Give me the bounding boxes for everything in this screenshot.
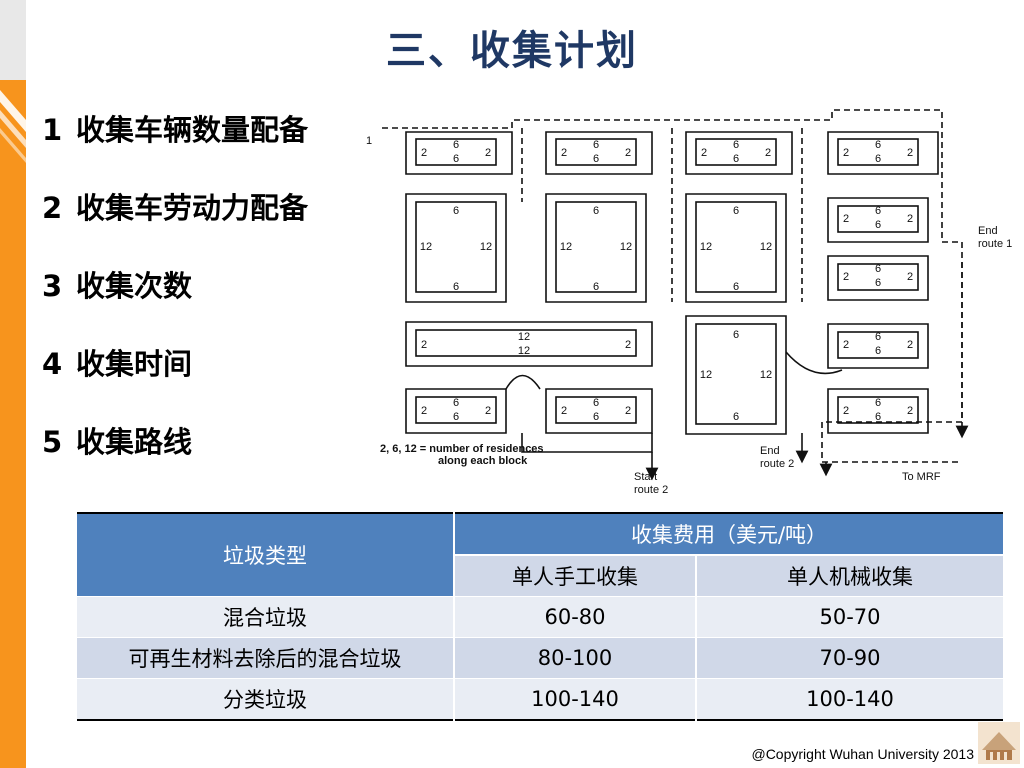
svg-text:2: 2 — [421, 147, 427, 159]
svg-text:6: 6 — [453, 397, 459, 409]
sub-header-manual: 单人手工收集 — [453, 554, 696, 597]
svg-text:6: 6 — [593, 139, 599, 151]
end-route1-label-line2: route 1 — [978, 238, 1012, 250]
svg-text:2: 2 — [701, 147, 707, 159]
svg-text:2: 2 — [843, 405, 849, 417]
svg-text:6: 6 — [875, 219, 881, 231]
start-route2-label-line1: Start — [634, 471, 657, 483]
legend-line2: along each block — [438, 455, 528, 467]
svg-text:2: 2 — [625, 147, 631, 159]
table-row: 混合垃圾 60-80 50-70 — [77, 596, 1003, 638]
svg-text:6: 6 — [875, 263, 881, 275]
svg-text:6: 6 — [593, 153, 599, 165]
svg-text:6: 6 — [733, 411, 739, 423]
page-title: 三、收集计划 — [386, 28, 638, 74]
svg-text:2: 2 — [625, 405, 631, 417]
svg-text:2: 2 — [561, 405, 567, 417]
svg-text:2: 2 — [843, 339, 849, 351]
svg-text:6: 6 — [733, 153, 739, 165]
end-route1-label-line1: End — [978, 225, 998, 237]
table-row: 可再生材料去除后的混合垃圾 80-100 70-90 — [77, 637, 1003, 679]
svg-text:12: 12 — [760, 241, 772, 253]
svg-text:2: 2 — [485, 147, 491, 159]
start-route2-label-line2: route 2 — [634, 484, 668, 496]
svg-text:12: 12 — [700, 241, 712, 253]
end-route2-label-line2: route 2 — [760, 458, 794, 470]
sub-header-mechanical: 单人机械收集 — [695, 554, 1003, 597]
svg-text:2: 2 — [843, 213, 849, 225]
svg-text:6: 6 — [733, 205, 739, 217]
svg-text:6: 6 — [875, 277, 881, 289]
svg-text:2: 2 — [907, 405, 913, 417]
copyright-notice: @Copyright Wuhan University 2013 — [751, 746, 974, 762]
svg-text:2: 2 — [843, 271, 849, 283]
svg-text:12: 12 — [518, 331, 530, 343]
end-route2-label-line1: End — [760, 445, 780, 457]
svg-text:2: 2 — [907, 271, 913, 283]
svg-text:12: 12 — [420, 241, 432, 253]
svg-text:6: 6 — [875, 411, 881, 423]
to-mrf-label: To MRF — [902, 471, 941, 483]
svg-text:2: 2 — [625, 339, 631, 351]
svg-text:6: 6 — [733, 281, 739, 293]
column-header-waste-type: 垃圾类型 — [77, 513, 454, 597]
svg-text:2: 2 — [843, 147, 849, 159]
svg-text:6: 6 — [875, 331, 881, 343]
svg-text:6: 6 — [733, 329, 739, 341]
svg-text:2: 2 — [907, 147, 913, 159]
svg-text:6: 6 — [875, 153, 881, 165]
svg-text:2: 2 — [421, 405, 427, 417]
svg-text:12: 12 — [620, 241, 632, 253]
svg-text:12: 12 — [480, 241, 492, 253]
svg-text:6: 6 — [453, 411, 459, 423]
svg-text:2: 2 — [907, 339, 913, 351]
svg-text:12: 12 — [560, 241, 572, 253]
svg-text:6: 6 — [453, 281, 459, 293]
svg-text:6: 6 — [733, 139, 739, 151]
svg-text:12: 12 — [518, 345, 530, 357]
svg-text:6: 6 — [453, 153, 459, 165]
svg-text:2: 2 — [485, 405, 491, 417]
svg-text:6: 6 — [875, 139, 881, 151]
svg-text:12: 12 — [700, 369, 712, 381]
svg-text:2: 2 — [907, 213, 913, 225]
svg-text:6: 6 — [593, 397, 599, 409]
collection-cost-table: 垃圾类型 收集费用（美元/吨） 单人手工收集 单人机械收集 混合垃圾 60-80… — [77, 512, 1003, 721]
legend-line1: 2, 6, 12 = number of residences — [380, 443, 544, 455]
decorative-side-strip — [0, 0, 26, 768]
column-header-collection-cost: 收集费用（美元/吨） — [453, 513, 1003, 555]
svg-text:12: 12 — [760, 369, 772, 381]
svg-text:6: 6 — [593, 205, 599, 217]
svg-text:6: 6 — [875, 345, 881, 357]
table-row: 分类垃圾 100-140 100-140 — [77, 678, 1003, 720]
svg-text:6: 6 — [875, 397, 881, 409]
svg-text:6: 6 — [593, 281, 599, 293]
svg-text:2: 2 — [561, 147, 567, 159]
svg-text:6: 6 — [593, 411, 599, 423]
route-start-marker: 1 — [366, 135, 372, 147]
svg-text:6: 6 — [875, 205, 881, 217]
svg-text:2: 2 — [421, 339, 427, 351]
svg-text:2: 2 — [765, 147, 771, 159]
svg-text:6: 6 — [453, 205, 459, 217]
svg-text:6: 6 — [453, 139, 459, 151]
university-logo-icon — [978, 722, 1020, 764]
